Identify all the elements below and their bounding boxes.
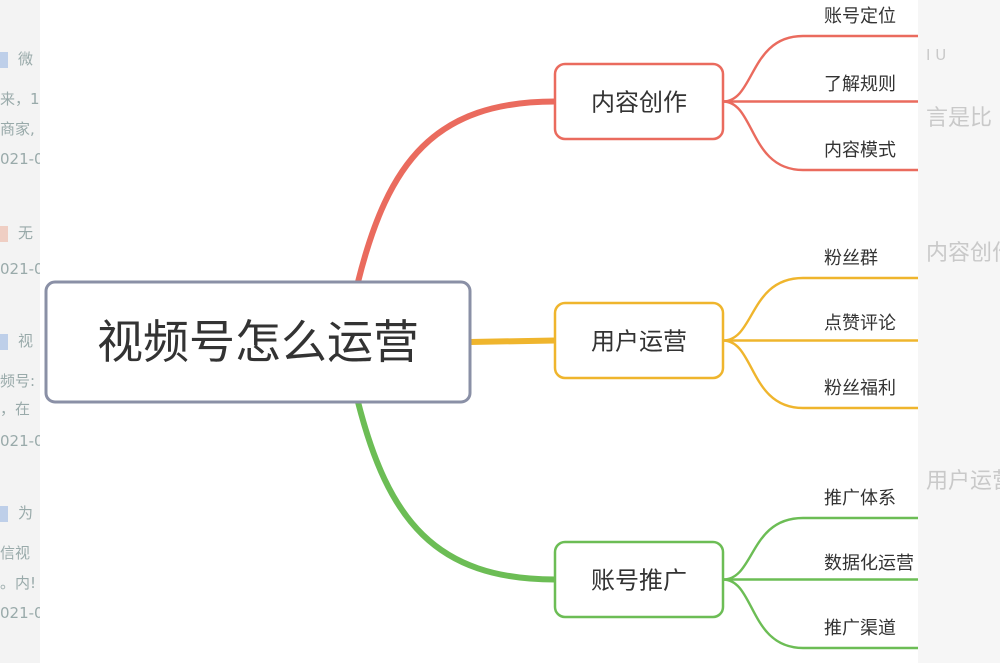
list-text: 信视 (0, 544, 31, 562)
leaf-node-label: 了解规则 (824, 74, 896, 95)
editor-toolbar: I U (926, 46, 947, 64)
branch-connector (355, 98, 558, 285)
leaf-node-label: 推广体系 (824, 488, 896, 509)
background-list-text: 为 (0, 502, 40, 523)
branch-node-box (553, 62, 725, 141)
leaf-connector (722, 34, 918, 103)
list-text: 来，1 (0, 90, 40, 108)
background-list-text: 微 (0, 48, 40, 69)
branch-node-label: 账号推广 (591, 567, 687, 595)
leaf-node-label: 点赞评论 (824, 313, 896, 334)
branch-node-box (553, 301, 725, 380)
leaf-node-label: 内容模式 (824, 140, 896, 161)
branch-node-label: 内容创作 (591, 89, 687, 117)
background-list-text: 021-0 (0, 150, 40, 168)
list-text: 频号: (0, 372, 36, 390)
list-text: 021-0 (0, 150, 40, 168)
leaf-connector (722, 100, 918, 172)
background-list-text: 来，1 (0, 88, 40, 109)
background-list-text: ，在 (0, 398, 40, 419)
list-text: ，在 (0, 400, 31, 418)
branch-node-label: 用户运营 (591, 328, 687, 356)
list-text: 021-0 (0, 604, 40, 622)
background-article-list: 微来，1 商家, 021-0 无 021-0 视频号: ，在 021-0 为信视。内! 021-0 (0, 0, 40, 663)
leaf-node-label: 粉丝福利 (824, 378, 896, 399)
list-text: 无 (18, 224, 34, 242)
background-list-text: 021-0 (0, 604, 40, 622)
leaf-connector (722, 339, 918, 410)
editor-text-line: 言是比 (926, 106, 993, 131)
background-list-text: 视 (0, 330, 40, 351)
mindmap-canvas: 视频号怎么运营 内容创作 账号定位了解规则内容模式用户运营 粉丝群点赞评论粉丝福利账号… (40, 0, 918, 663)
branch-connector (355, 399, 558, 583)
list-text: 021-0 (0, 432, 40, 450)
list-tag-marker (0, 505, 8, 522)
background-list-text: 。内! (0, 572, 40, 593)
list-text: 。内! (0, 574, 37, 592)
root-node-label: 视频号怎么运营 (97, 315, 419, 369)
background-list-text: 商家, (0, 118, 40, 139)
editor-heading: 内容创作 (926, 241, 1000, 266)
leaf-connector (722, 276, 918, 342)
list-tag-marker (0, 333, 8, 350)
branch-connector (467, 337, 558, 345)
leaf-node-label: 数据化运营 (824, 553, 914, 574)
list-text: 视 (18, 332, 34, 350)
editor-heading: 用户运营 (926, 469, 1000, 494)
list-tag-marker (0, 51, 8, 68)
leaf-node-label: 粉丝群 (824, 248, 878, 269)
list-tag-marker (0, 225, 8, 242)
list-text: 微 (18, 50, 34, 68)
list-text: 为 (18, 504, 34, 522)
leaf-connector (722, 516, 918, 581)
leaf-node-label: 推广渠道 (824, 618, 896, 639)
leaf-node-label: 账号定位 (824, 6, 896, 27)
background-list-text: 信视 (0, 542, 40, 563)
background-list-text: 频号: (0, 370, 40, 391)
background-list-text: 021-0 (0, 260, 40, 278)
leaf-connector (722, 578, 918, 650)
root-node-box (44, 280, 472, 404)
branch-node-box (553, 540, 725, 619)
list-text: 商家, (0, 120, 35, 138)
background-list-text: 021-0 (0, 432, 40, 450)
background-list-text: 无 (0, 222, 40, 243)
background-editor-panel: I U 言是比 内容创作 用户运营 (918, 0, 1000, 663)
list-text: 021-0 (0, 260, 40, 278)
